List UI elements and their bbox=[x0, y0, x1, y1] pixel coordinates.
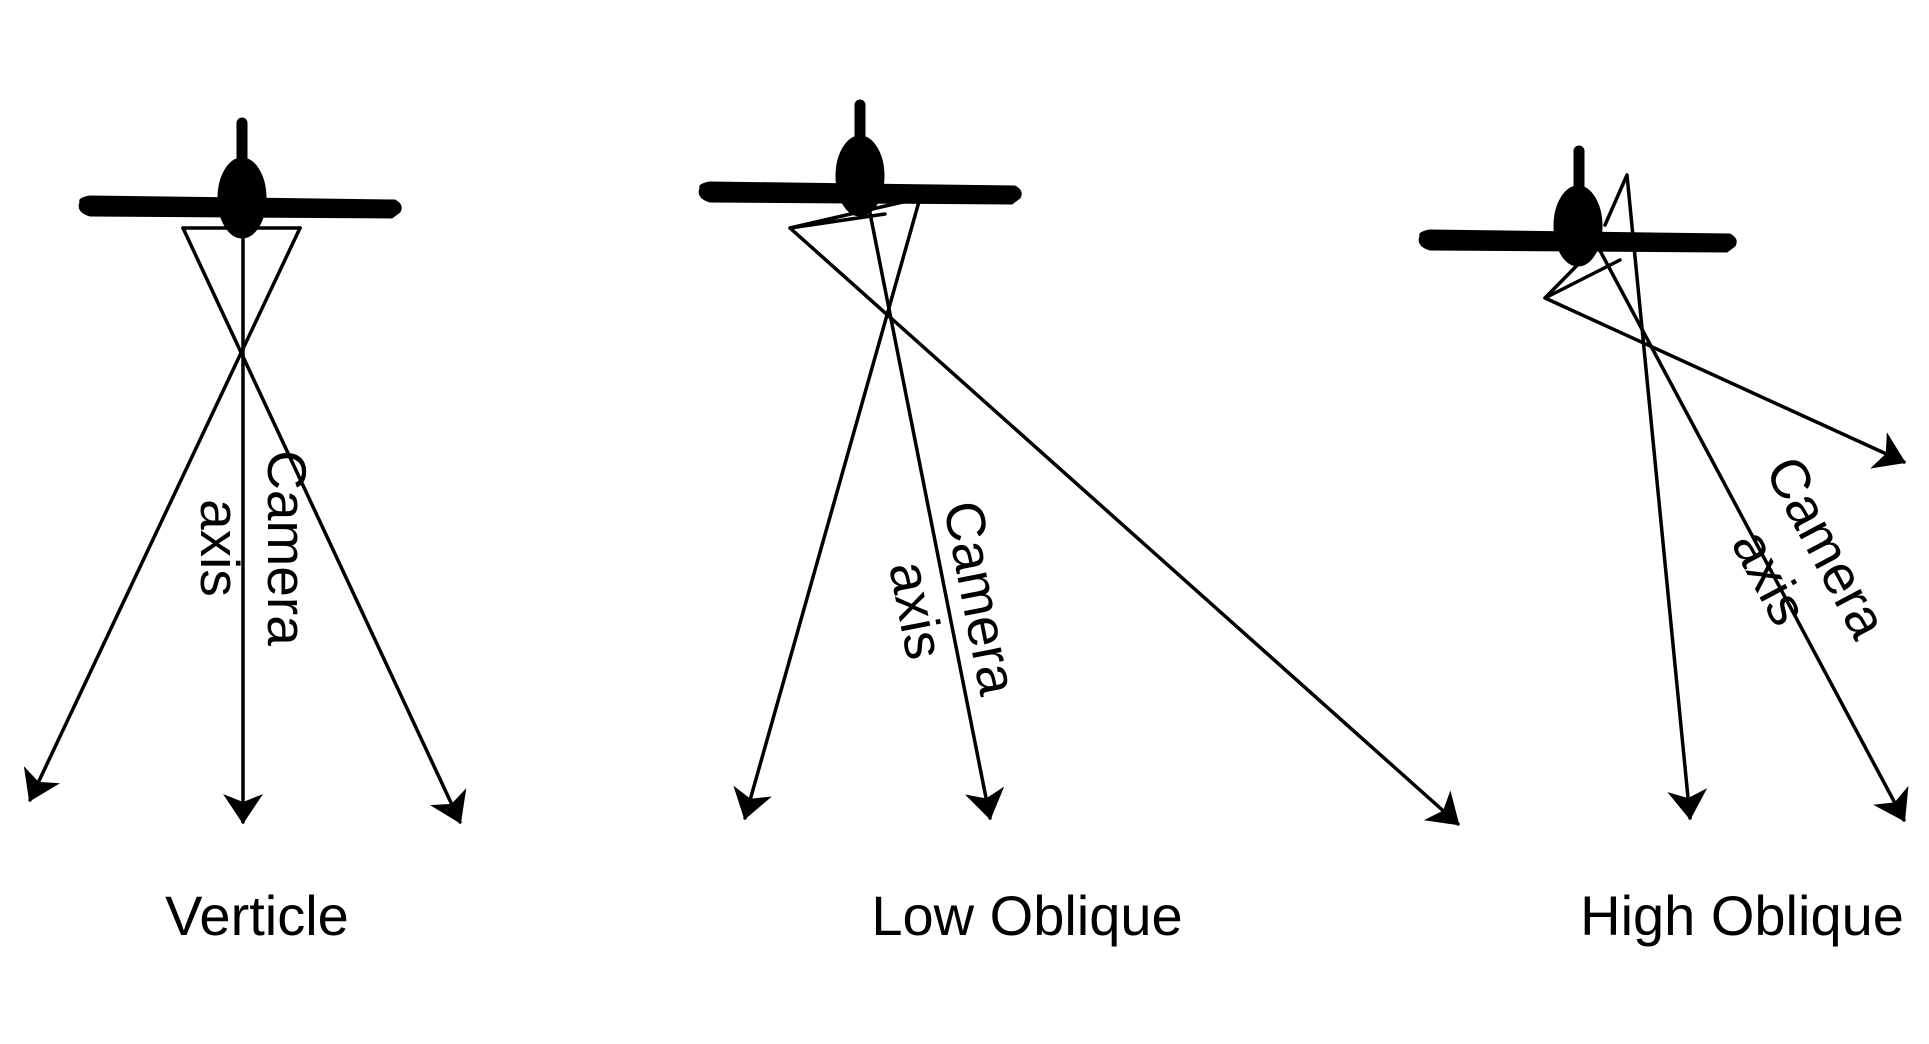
caption-high-oblique: High Oblique bbox=[1580, 884, 1904, 947]
camera-axis-line bbox=[1595, 243, 1909, 822]
panel-low-oblique: Camera axis Low Oblique bbox=[698, 99, 1460, 947]
panel-high-oblique: Camera axis High Oblique bbox=[1418, 145, 1909, 947]
fov-ray-right bbox=[788, 226, 1460, 826]
aircraft-icon bbox=[78, 117, 402, 239]
fov-ray-right bbox=[181, 226, 467, 824]
fov-ray-left bbox=[733, 196, 922, 820]
axis-label-line2: axis bbox=[189, 499, 251, 597]
caption-low-oblique: Low Oblique bbox=[871, 884, 1182, 947]
aircraft-icon bbox=[1418, 145, 1737, 267]
caption-vertical: Verticle bbox=[165, 884, 349, 947]
camera-axis-label: Camera axis bbox=[1720, 446, 1900, 648]
aircraft-icon bbox=[698, 99, 1022, 217]
axis-label-line1: Camera bbox=[256, 450, 318, 646]
camera-axis-line bbox=[865, 196, 1005, 820]
camera-axis-label: Camera axis bbox=[189, 450, 318, 646]
panel-vertical: Camera axis Verticle bbox=[23, 117, 467, 947]
fov-ray-near bbox=[1603, 173, 1708, 820]
fov-ray-far bbox=[1543, 296, 1906, 469]
fov-ray-left bbox=[23, 226, 302, 802]
